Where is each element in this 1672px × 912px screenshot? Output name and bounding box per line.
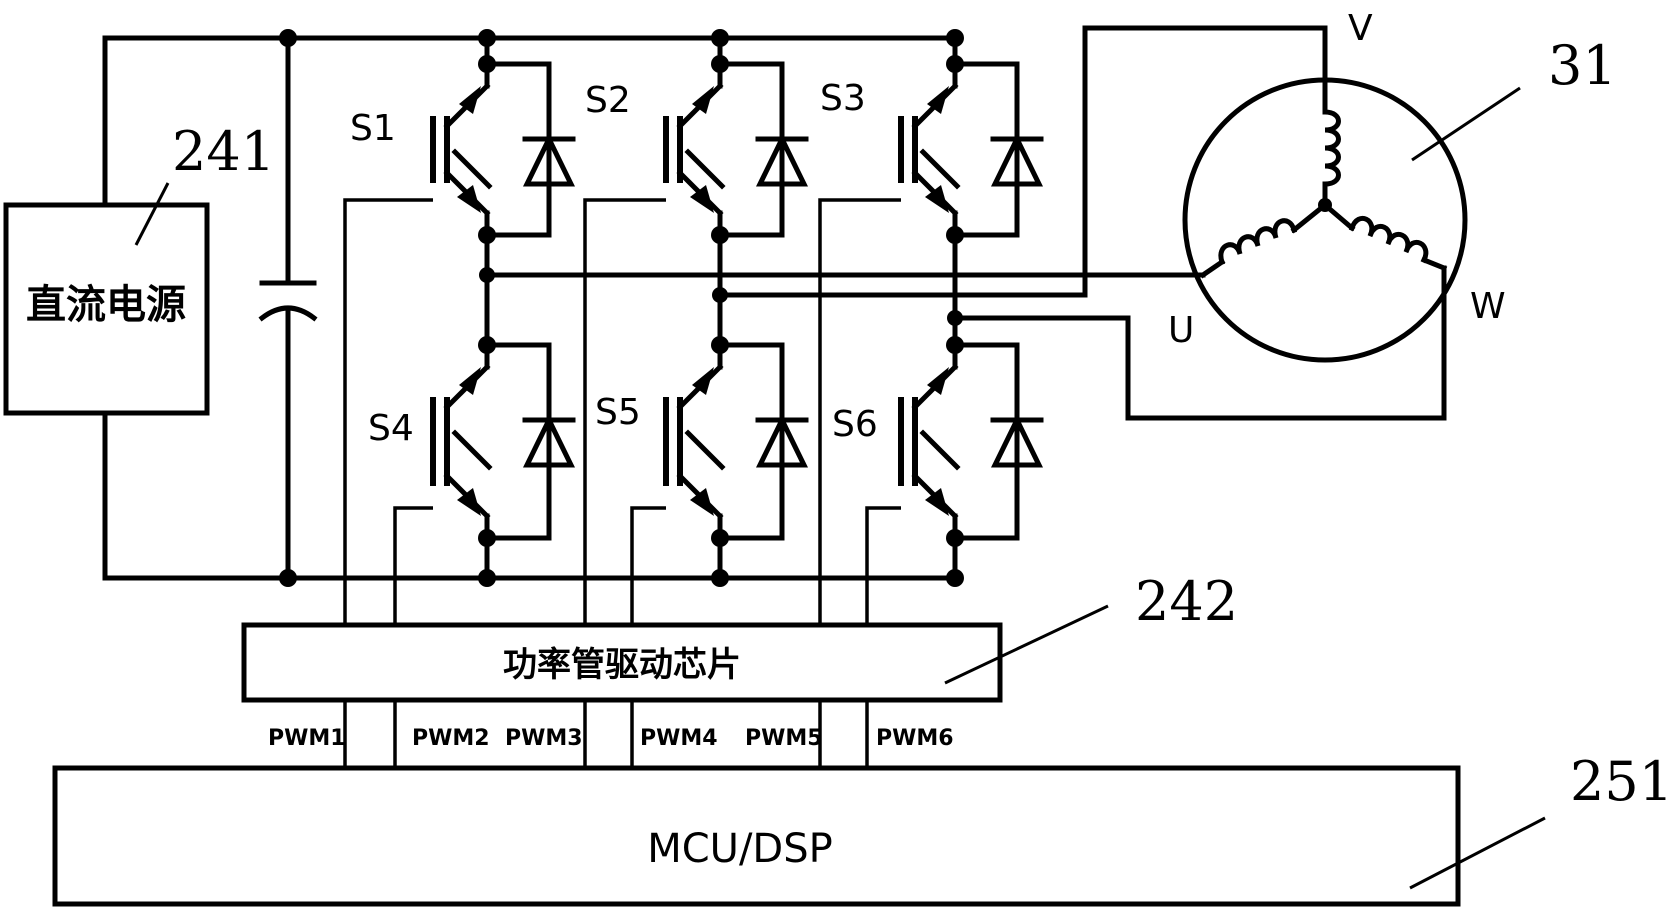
- motor: U V W 31: [1168, 8, 1617, 363]
- controller: MCU/DSP 251: [52, 750, 1672, 907]
- dc-power-supply: 直流电源: [3, 202, 210, 416]
- gate-signal-lines: [343, 198, 901, 625]
- driver-chip: 功率管驱动芯片 242: [241, 570, 1238, 703]
- pwm-label-5: PWM5: [745, 726, 823, 751]
- switch-s1: S1: [350, 55, 576, 244]
- inverter-legs: [478, 29, 964, 587]
- switch-label-s1: S1: [350, 108, 396, 149]
- pwm-label-4: PWM4: [640, 726, 718, 751]
- switch-label-s5: S5: [595, 392, 641, 433]
- switch-s4: S4: [368, 336, 576, 547]
- switch-s5: S5: [595, 336, 809, 547]
- switch-s6: S6: [832, 336, 1044, 547]
- pwm-label-1: PWM1: [268, 726, 346, 751]
- pwm-signal-lines: PWM1 PWM2 PWM3 PWM4 PWM5 PWM6: [268, 700, 954, 768]
- pwm-label-6: PWM6: [876, 726, 954, 751]
- phase-w-label: W: [1470, 286, 1506, 327]
- driver-chip-label: 功率管驱动芯片: [503, 645, 741, 685]
- pwm-label-2: PWM2: [412, 726, 490, 751]
- switch-label-s4: S4: [368, 408, 414, 449]
- pwm-label-3: PWM3: [505, 726, 583, 751]
- power-supply-label: 直流电源: [26, 282, 186, 328]
- motor-ref: 31: [1548, 34, 1617, 97]
- controller-ref: 251: [1570, 750, 1672, 813]
- switch-s3: S3: [820, 55, 1044, 244]
- dc-bus: [102, 35, 963, 581]
- switch-label-s6: S6: [832, 404, 878, 445]
- controller-label: MCU/DSP: [647, 826, 833, 872]
- switch-label-s2: S2: [585, 80, 631, 121]
- phase-u-label: U: [1168, 310, 1194, 351]
- power-supply-ref: 241: [172, 120, 275, 183]
- phase-v-label: V: [1348, 8, 1373, 49]
- phase-wiring: [484, 25, 1447, 421]
- switch-s2: S2: [585, 55, 809, 244]
- driver-chip-ref: 242: [1135, 570, 1238, 633]
- switch-label-s3: S3: [820, 78, 866, 119]
